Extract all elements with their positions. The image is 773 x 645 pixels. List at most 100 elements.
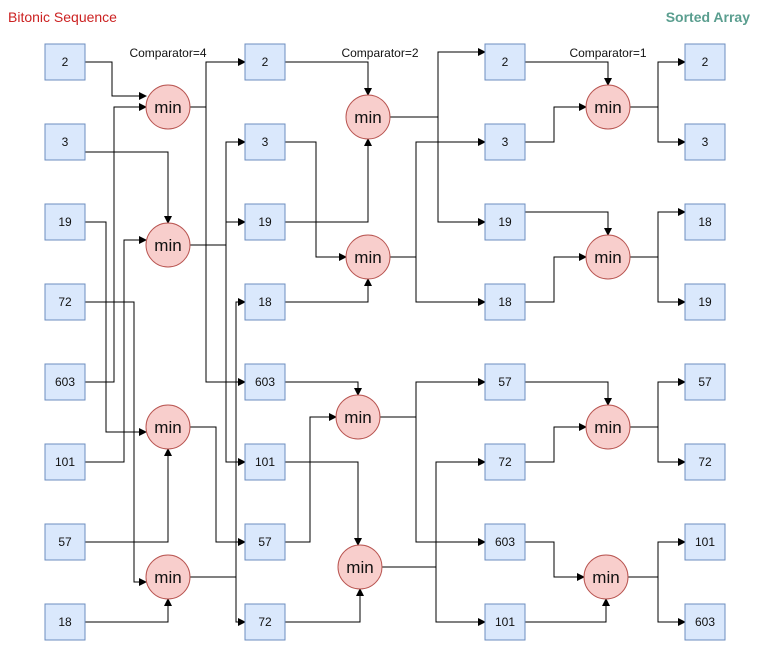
min-comparator-node: min (145, 554, 191, 600)
value-label: 18 (698, 215, 712, 229)
connector-arrow (285, 141, 347, 261)
min-comparator-node: min (583, 554, 629, 600)
value-box-col1-row5: 603 (44, 363, 86, 401)
connector-arrow (285, 588, 364, 623)
value-box-col1-row8: 18 (44, 603, 86, 641)
min-label: min (154, 568, 181, 587)
sorted-array-title: Sorted Array (666, 9, 751, 25)
connector-arrow (85, 61, 147, 100)
value-box-col1-row1: 2 (44, 43, 86, 81)
comparator-1-label: Comparator=1 (569, 46, 646, 60)
connector-arrow (657, 427, 686, 466)
connector-arrow (415, 257, 486, 306)
value-box-col3-row8: 101 (484, 603, 526, 641)
value-label: 19 (58, 215, 72, 229)
connector-arrow (525, 211, 612, 236)
min-comparator-node: min (345, 94, 391, 140)
connector-arrow (525, 61, 612, 86)
value-box-col4-row7: 101 (684, 523, 726, 561)
value-box-col2-row5: 603 (244, 363, 286, 401)
connector-arrow (190, 218, 246, 246)
value-label: 72 (58, 295, 72, 309)
min-comparator-node: min (585, 84, 631, 130)
value-label: 72 (498, 455, 512, 469)
connector-arrow (285, 278, 372, 303)
value-box-col4-row4: 19 (684, 283, 726, 321)
value-box-col2-row7: 57 (244, 523, 286, 561)
value-boxes: 2319726031015718231918603101577223191857… (44, 43, 726, 641)
min-comparator-node: min (145, 404, 191, 450)
value-label: 3 (702, 135, 709, 149)
min-label: min (594, 98, 621, 117)
connector-arrow (415, 417, 486, 546)
value-label: 18 (258, 295, 272, 309)
min-label: min (592, 568, 619, 587)
value-box-col4-row6: 72 (684, 443, 726, 481)
connector-arrow (85, 448, 172, 543)
min-comparator-node: min (337, 544, 383, 590)
connector-arrow (437, 117, 486, 226)
value-label: 18 (498, 295, 512, 309)
connector-arrow (285, 381, 362, 396)
connector-arrow (525, 541, 585, 581)
connector-arrow (525, 598, 610, 623)
value-label: 57 (498, 375, 512, 389)
value-box-col1-row6: 101 (44, 443, 86, 481)
value-box-col3-row6: 72 (484, 443, 526, 481)
value-box-col1-row4: 72 (44, 283, 86, 321)
connector-arrow (85, 598, 172, 623)
value-box-col1-row7: 57 (44, 523, 86, 561)
min-label: min (154, 236, 181, 255)
value-label: 2 (702, 55, 709, 69)
value-box-col2-row1: 2 (244, 43, 286, 81)
value-label: 19 (498, 215, 512, 229)
value-label: 19 (698, 295, 712, 309)
connector-arrow (380, 378, 486, 418)
connector-arrow (630, 378, 686, 428)
connector-arrow (235, 577, 246, 626)
connector-arrow (85, 103, 147, 383)
min-label: min (344, 408, 371, 427)
value-box-col1-row2: 3 (44, 123, 86, 161)
connector-arrow (657, 257, 686, 306)
min-comparator-node: min (145, 222, 191, 268)
connector-arrow (525, 103, 587, 143)
connector-arrow (390, 138, 486, 258)
value-box-col4-row8: 603 (684, 603, 726, 641)
comparator-4-label: Comparator=4 (129, 46, 206, 60)
value-box-col4-row1: 2 (684, 43, 726, 81)
connector-arrow (285, 461, 362, 546)
value-box-col2-row3: 19 (244, 203, 286, 241)
connector-arrow (190, 58, 246, 108)
value-box-col1-row3: 19 (44, 203, 86, 241)
connector-arrow (285, 413, 337, 543)
value-label: 3 (62, 135, 69, 149)
value-label: 57 (258, 535, 272, 549)
connector-arrow (85, 221, 147, 436)
value-box-col3-row4: 18 (484, 283, 526, 321)
value-label: 101 (55, 455, 75, 469)
value-box-col3-row5: 57 (484, 363, 526, 401)
min-comparator-node: min (335, 394, 381, 440)
connector-arrow (285, 138, 372, 223)
min-label: min (594, 248, 621, 267)
value-box-col3-row1: 2 (484, 43, 526, 81)
value-label: 2 (262, 55, 269, 69)
value-box-col2-row8: 72 (244, 603, 286, 641)
connector-arrow (628, 538, 686, 578)
connector-arrow (85, 301, 147, 586)
connector-arrow (525, 253, 587, 303)
value-label: 2 (502, 55, 509, 69)
connector-arrow (390, 48, 486, 118)
comparator-wires (85, 48, 686, 626)
connector-arrow (85, 151, 172, 224)
value-label: 57 (58, 535, 72, 549)
value-label: 603 (255, 375, 275, 389)
value-label: 101 (495, 615, 515, 629)
value-label: 57 (698, 375, 712, 389)
value-label: 101 (695, 535, 715, 549)
min-label: min (154, 98, 181, 117)
connector-arrow (285, 61, 372, 96)
value-label: 603 (695, 615, 715, 629)
connector-arrow (657, 577, 686, 626)
